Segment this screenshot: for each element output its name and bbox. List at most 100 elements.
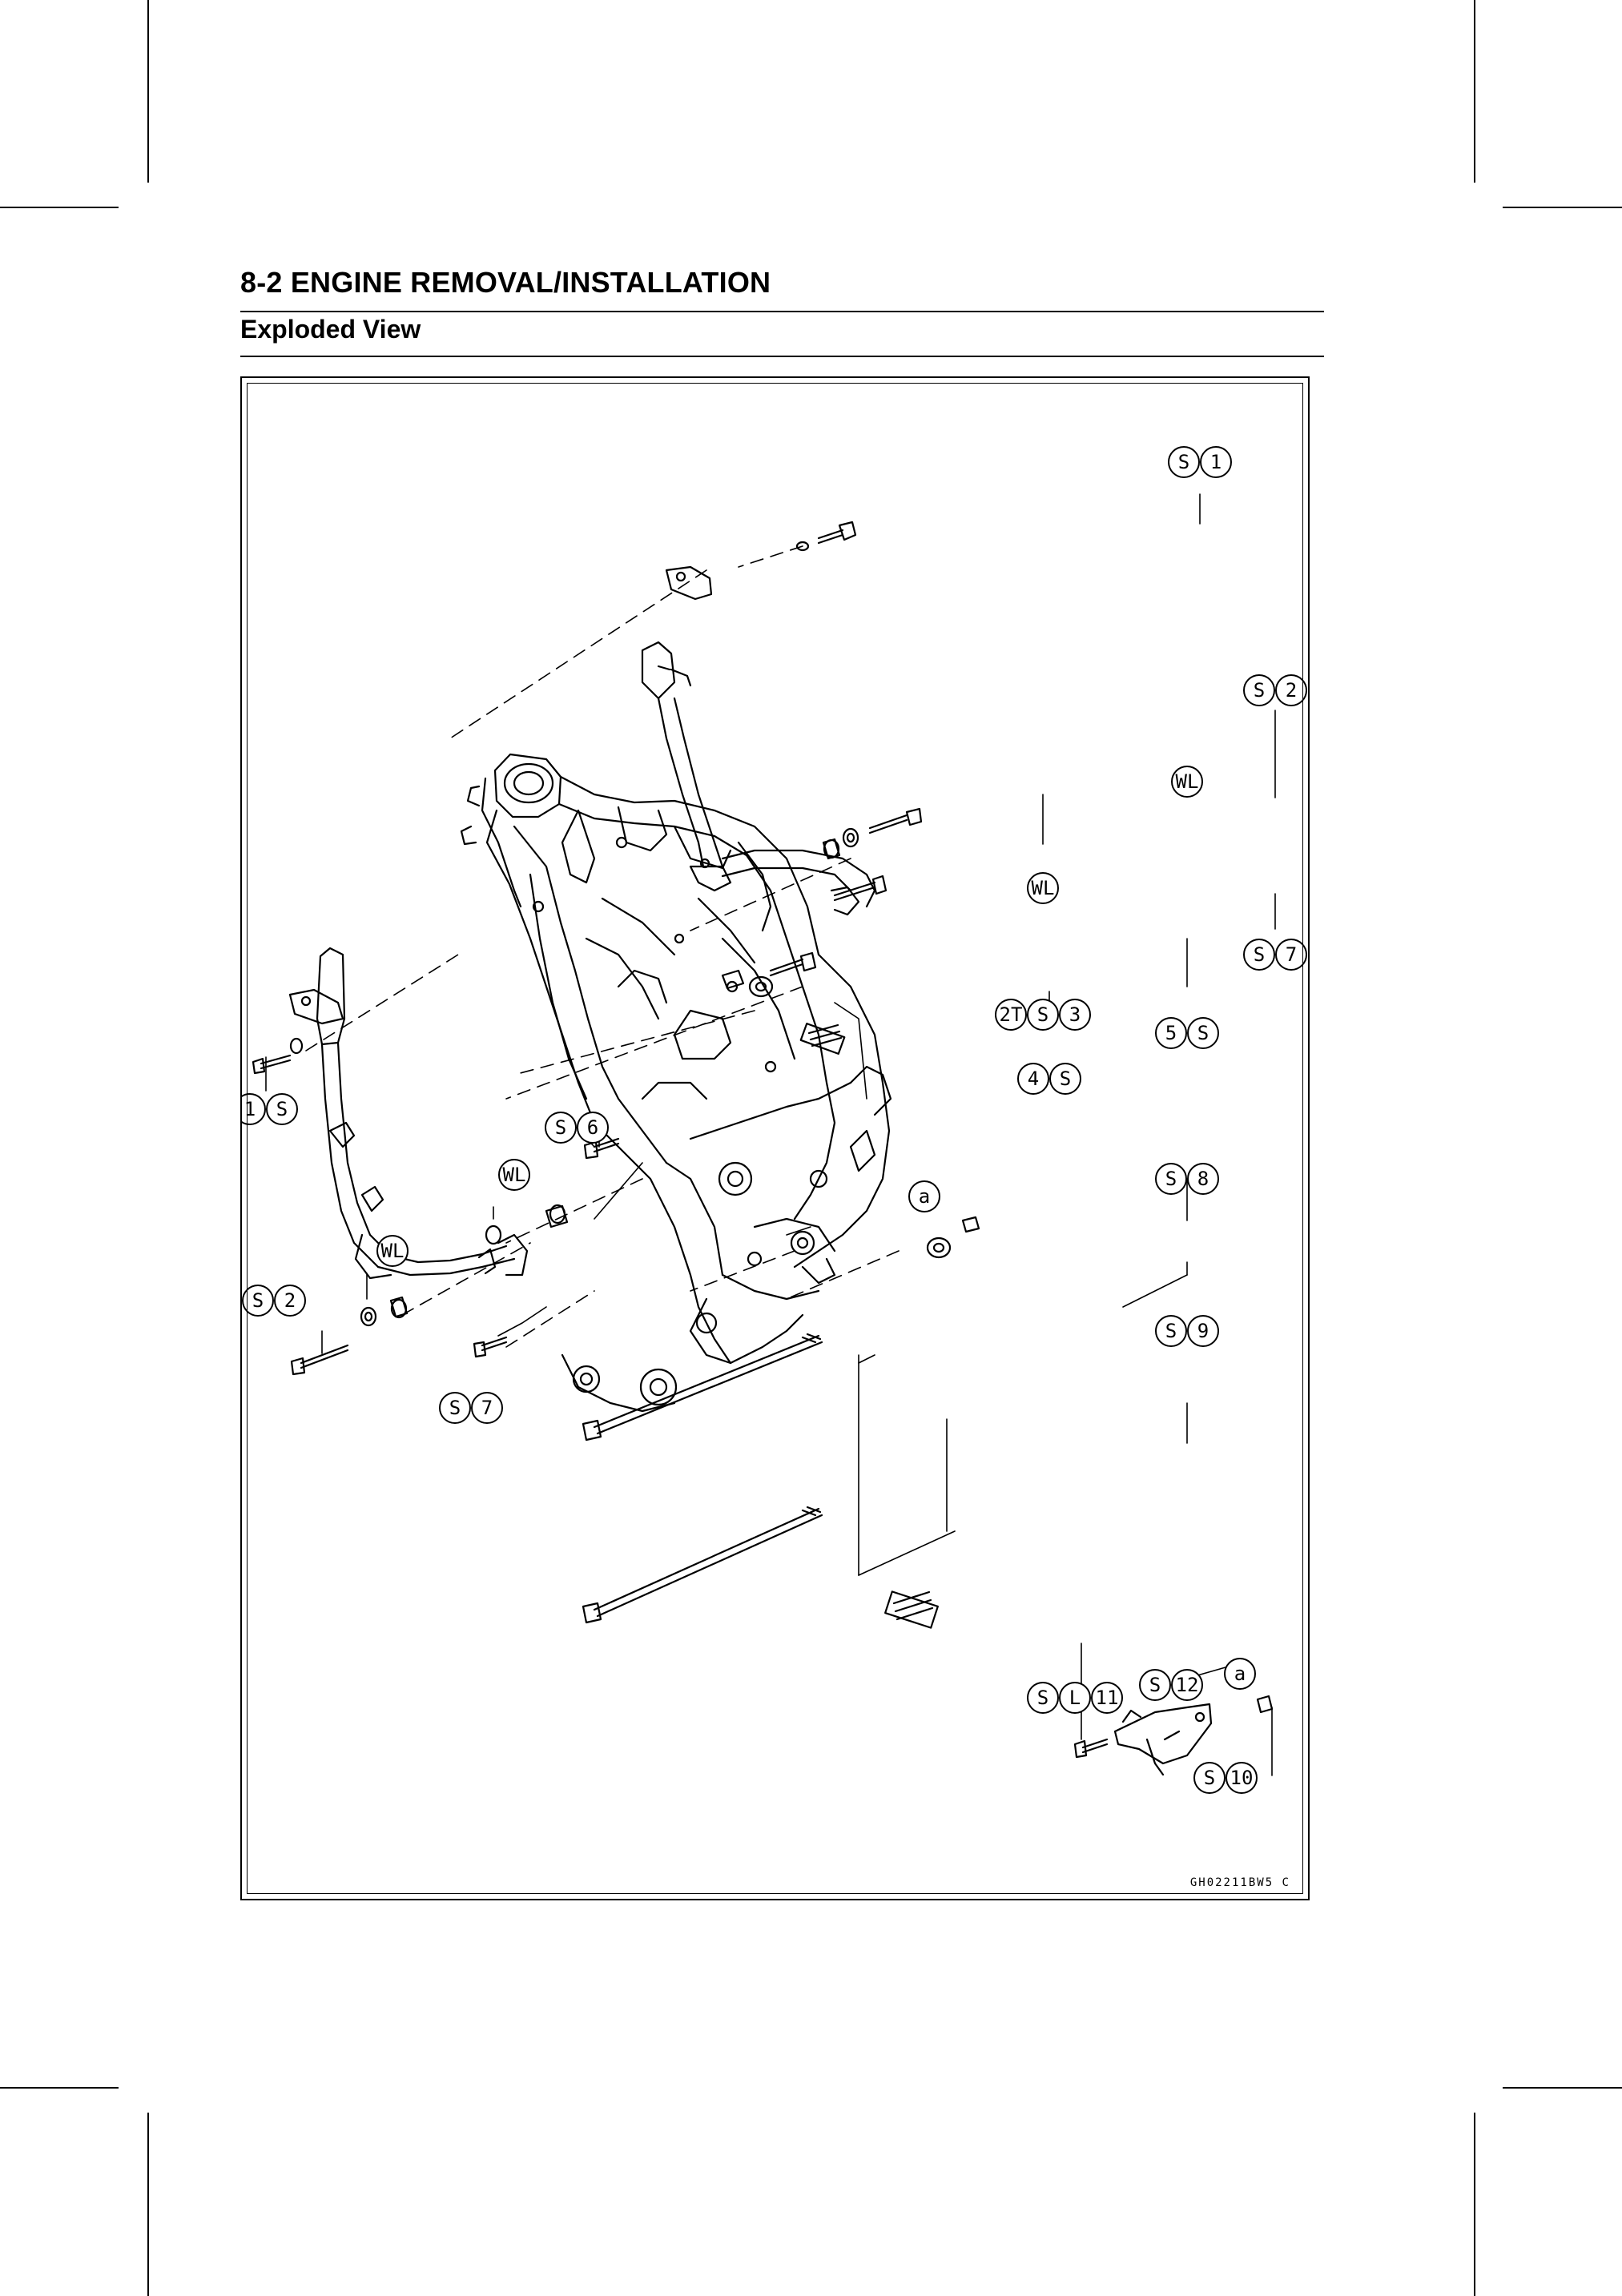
right-engine-bracket xyxy=(641,565,876,916)
crop-mark xyxy=(0,207,119,208)
callout-circle xyxy=(1155,1163,1187,1195)
crop-mark xyxy=(0,2087,119,2089)
callout-circle xyxy=(908,1180,940,1212)
crop-mark xyxy=(1503,207,1622,208)
section-title: 8-2 ENGINE REMOVAL/INSTALLATION xyxy=(240,266,771,299)
callout-circle xyxy=(1017,1063,1049,1095)
callout-circle xyxy=(498,1159,530,1191)
callout-circle xyxy=(1091,1682,1123,1714)
callout-label: 3 xyxy=(1069,1003,1081,1026)
callout-label: 7 xyxy=(1286,943,1297,966)
header-rule xyxy=(240,356,1324,357)
leader-lines xyxy=(265,493,1276,1776)
callout-circle xyxy=(545,1112,577,1144)
callout-circle xyxy=(1027,1682,1059,1714)
callout-label: S xyxy=(1060,1068,1071,1090)
callout-circle xyxy=(1226,1762,1258,1794)
callout-circle xyxy=(1155,1017,1187,1049)
callout-label: S xyxy=(1178,451,1189,473)
callout-label: a xyxy=(919,1185,930,1208)
callout-label: S xyxy=(1197,1022,1209,1044)
callout-circle xyxy=(1243,939,1275,971)
callout-circle xyxy=(1200,446,1232,478)
callout-c13: a xyxy=(908,1180,940,1212)
callout-circle xyxy=(1187,1017,1219,1049)
callout-label: S xyxy=(1254,943,1265,966)
subsection-title: Exploded View xyxy=(240,315,421,344)
callout-circle xyxy=(1243,674,1275,706)
callout-circle xyxy=(242,1285,274,1317)
callout-label: S xyxy=(1149,1674,1161,1696)
callout-circle xyxy=(1027,872,1059,904)
callout-label: S xyxy=(1037,1003,1048,1026)
header-rule xyxy=(240,311,1324,312)
callout-label: 8 xyxy=(1197,1168,1209,1190)
fasteners xyxy=(252,521,1274,1776)
crop-mark xyxy=(147,2113,149,2296)
callout-circle xyxy=(1275,939,1307,971)
callout-circle xyxy=(1155,1315,1187,1347)
callout-label: S xyxy=(276,1098,288,1120)
callout-label: 10 xyxy=(1230,1767,1254,1789)
callout-label: 1 xyxy=(244,1098,256,1120)
callout-circle xyxy=(1059,1682,1091,1714)
callout-circle xyxy=(1059,999,1091,1031)
callout-circle xyxy=(266,1093,298,1125)
crop-mark xyxy=(147,0,149,183)
callout-circle xyxy=(1187,1315,1219,1347)
callout-label: S xyxy=(1037,1687,1048,1709)
callout-label: S xyxy=(449,1397,461,1419)
callout-label: WL xyxy=(1176,770,1199,793)
figure-code: GH02211BW5 C xyxy=(1189,1876,1290,1889)
callout-circle xyxy=(1168,446,1200,478)
callout-circle xyxy=(995,999,1027,1031)
callout-circle xyxy=(1193,1762,1226,1794)
callout-label: 2T xyxy=(1000,1003,1023,1026)
callout-label: 1 xyxy=(1210,451,1222,473)
callout-c14: WL xyxy=(376,1235,409,1267)
main-frame xyxy=(460,753,892,1413)
callout-label: 2 xyxy=(1286,679,1297,702)
callout-circle xyxy=(471,1392,503,1424)
callout-circle xyxy=(1275,674,1307,706)
callout-label: 11 xyxy=(1096,1687,1119,1709)
crop-mark xyxy=(1474,0,1475,183)
callout-label: a xyxy=(1234,1663,1246,1685)
callout-circle xyxy=(274,1285,306,1317)
left-engine-bracket xyxy=(288,947,529,1280)
callout-label: 2 xyxy=(284,1289,296,1312)
callout-circle xyxy=(1171,766,1203,798)
callout-circle xyxy=(1139,1669,1171,1701)
callout-circle xyxy=(1171,1669,1203,1701)
callout-label: 4 xyxy=(1028,1068,1039,1090)
callout-label: WL xyxy=(381,1240,404,1262)
callout-label: S xyxy=(1204,1767,1215,1789)
callout-label: L xyxy=(1069,1687,1081,1709)
callout-circle xyxy=(1187,1163,1219,1195)
callout-c20: a xyxy=(1224,1658,1256,1690)
callout-label: 6 xyxy=(587,1116,598,1139)
callout-label: S xyxy=(1165,1168,1177,1190)
callout-circle xyxy=(1224,1658,1256,1690)
callout-label: S xyxy=(1165,1320,1177,1342)
callout-circle xyxy=(439,1392,471,1424)
callout-c4: WL xyxy=(1027,872,1059,904)
callout-circle xyxy=(1049,1063,1081,1095)
callout-label: S xyxy=(1254,679,1265,702)
exploded-view-diagram: S1S2WLWLS72TS35S4S1SS6WLS8aWLS2S9S7S12SL… xyxy=(242,446,1307,1794)
